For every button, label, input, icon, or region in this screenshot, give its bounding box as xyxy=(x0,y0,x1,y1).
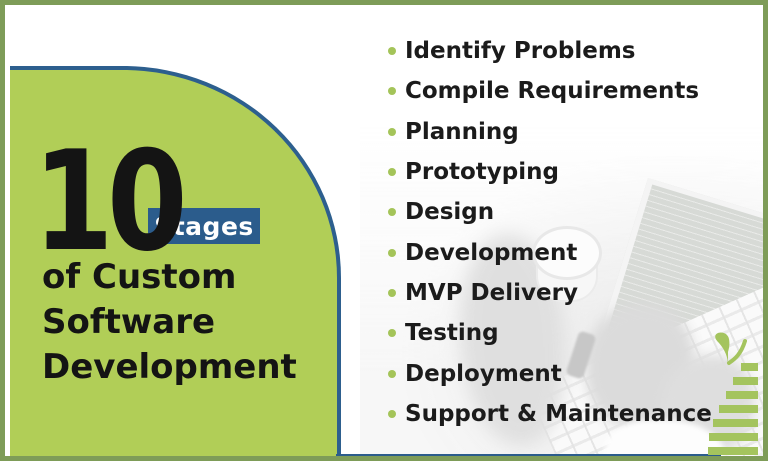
apple-stripe xyxy=(719,405,758,413)
apple-stripe xyxy=(708,447,758,455)
stages-badge: Stages xyxy=(148,208,260,244)
stage-item: Development xyxy=(388,232,712,272)
stage-item: Support & Maintenance xyxy=(388,394,712,434)
stage-item: Identify Problems xyxy=(388,31,712,71)
bullet-icon xyxy=(388,127,396,136)
stage-item: Planning xyxy=(388,112,712,152)
stage-label: Prototyping xyxy=(405,159,559,186)
bullet-icon xyxy=(388,329,396,338)
stage-label: Support & Maintenance xyxy=(405,400,712,427)
stage-label: Development xyxy=(405,239,578,266)
stage-item: Compile Requirements xyxy=(388,71,712,111)
panel-title: of Custom Software Development xyxy=(42,255,297,390)
stage-item: Prototyping xyxy=(388,152,712,192)
stage-label: MVP Delivery xyxy=(405,279,578,306)
bullet-icon xyxy=(388,409,396,418)
apple-stripe xyxy=(726,391,758,399)
stage-label: Testing xyxy=(405,320,499,347)
title-line-3: Development xyxy=(42,347,297,387)
stage-item: Design xyxy=(388,192,712,232)
bullet-icon xyxy=(388,168,396,177)
stage-item: Testing xyxy=(388,313,712,353)
bullet-icon xyxy=(388,248,396,257)
stage-label: Design xyxy=(405,199,495,226)
stage-label: Planning xyxy=(405,118,519,145)
bullet-icon xyxy=(388,288,396,297)
bullet-icon xyxy=(388,369,396,378)
title-line-2: Software xyxy=(42,302,216,342)
bullet-icon xyxy=(388,87,396,96)
title-line-1: of Custom xyxy=(42,257,237,297)
stage-label: Identify Problems xyxy=(405,38,636,65)
blue-baseline-bar xyxy=(336,454,721,456)
apple-stripe xyxy=(711,456,758,461)
stage-item: MVP Delivery xyxy=(388,273,712,313)
stage-label: Compile Requirements xyxy=(405,78,700,105)
apple-stripe xyxy=(741,363,758,371)
bullet-icon xyxy=(388,208,396,217)
apple-stripe xyxy=(733,377,758,385)
apple-stripe xyxy=(709,433,758,441)
striped-apple-decoration xyxy=(695,327,758,455)
sprout-leaf-icon xyxy=(715,332,747,366)
bullet-icon xyxy=(388,47,396,56)
stage-label: Deployment xyxy=(405,360,562,387)
stage-item: Deployment xyxy=(388,353,712,393)
stage-count-number: 10 xyxy=(33,121,188,282)
stages-list: Identify Problems Compile Requirements P… xyxy=(388,31,712,434)
apple-stripe xyxy=(713,419,758,427)
